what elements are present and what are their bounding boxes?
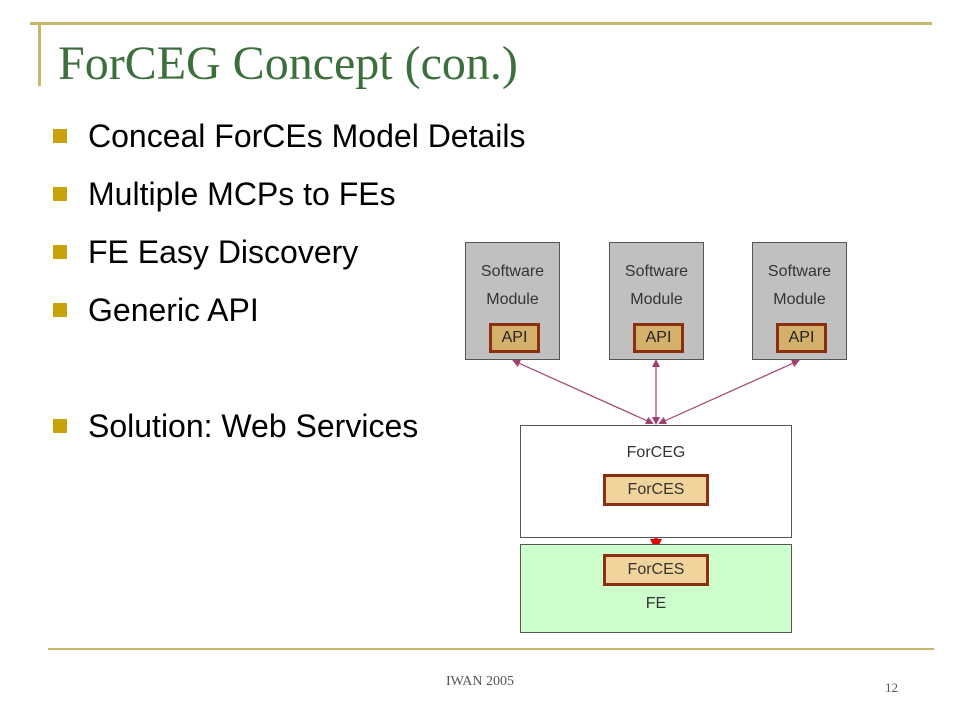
forces-box: ForCES xyxy=(603,474,709,506)
frame-top-line xyxy=(30,22,932,25)
page-number: 12 xyxy=(885,680,898,695)
bullet-text: Multiple MCPs to FEs xyxy=(88,176,396,212)
bullet-square-icon xyxy=(53,303,67,317)
fe-label: FE xyxy=(645,595,667,612)
forceg-label: ForCEG xyxy=(626,444,686,461)
forceg-box: ForCEG ForCES xyxy=(520,425,792,538)
connector-module-3 xyxy=(658,359,800,425)
api-box: API xyxy=(489,323,540,353)
software-module-2: Software Module API xyxy=(609,242,704,360)
software-module-label: Module xyxy=(773,291,826,308)
bullet-square-icon xyxy=(53,245,67,259)
footer-text: IWAN 2005 xyxy=(445,674,515,689)
slide-title: ForCEG Concept (con.) xyxy=(58,37,518,90)
software-module-label: Software xyxy=(624,263,689,280)
frame-left-line xyxy=(38,22,41,86)
bullet-text: Conceal ForCEs Model Details xyxy=(88,118,526,154)
software-module-label: Module xyxy=(630,291,683,308)
connector-module-1 xyxy=(512,359,654,425)
software-module-3: Software Module API xyxy=(752,242,847,360)
api-box: API xyxy=(633,323,684,353)
software-module-label: Software xyxy=(767,263,832,280)
bullet-square-icon xyxy=(53,187,67,201)
bullet-text: FE Easy Discovery xyxy=(88,234,359,270)
bullet-square-icon xyxy=(53,129,67,143)
software-module-1: Software Module API xyxy=(465,242,560,360)
footer-divider xyxy=(48,648,934,650)
bullet-text: Generic API xyxy=(88,292,259,328)
fe-box: ForCES FE xyxy=(520,544,792,633)
api-box: API xyxy=(776,323,827,353)
software-module-label: Module xyxy=(486,291,539,308)
software-module-label: Software xyxy=(480,263,545,280)
forces-box: ForCES xyxy=(603,554,709,586)
bullet-square-icon xyxy=(53,419,67,433)
bullet-text: Solution: Web Services xyxy=(88,408,419,444)
